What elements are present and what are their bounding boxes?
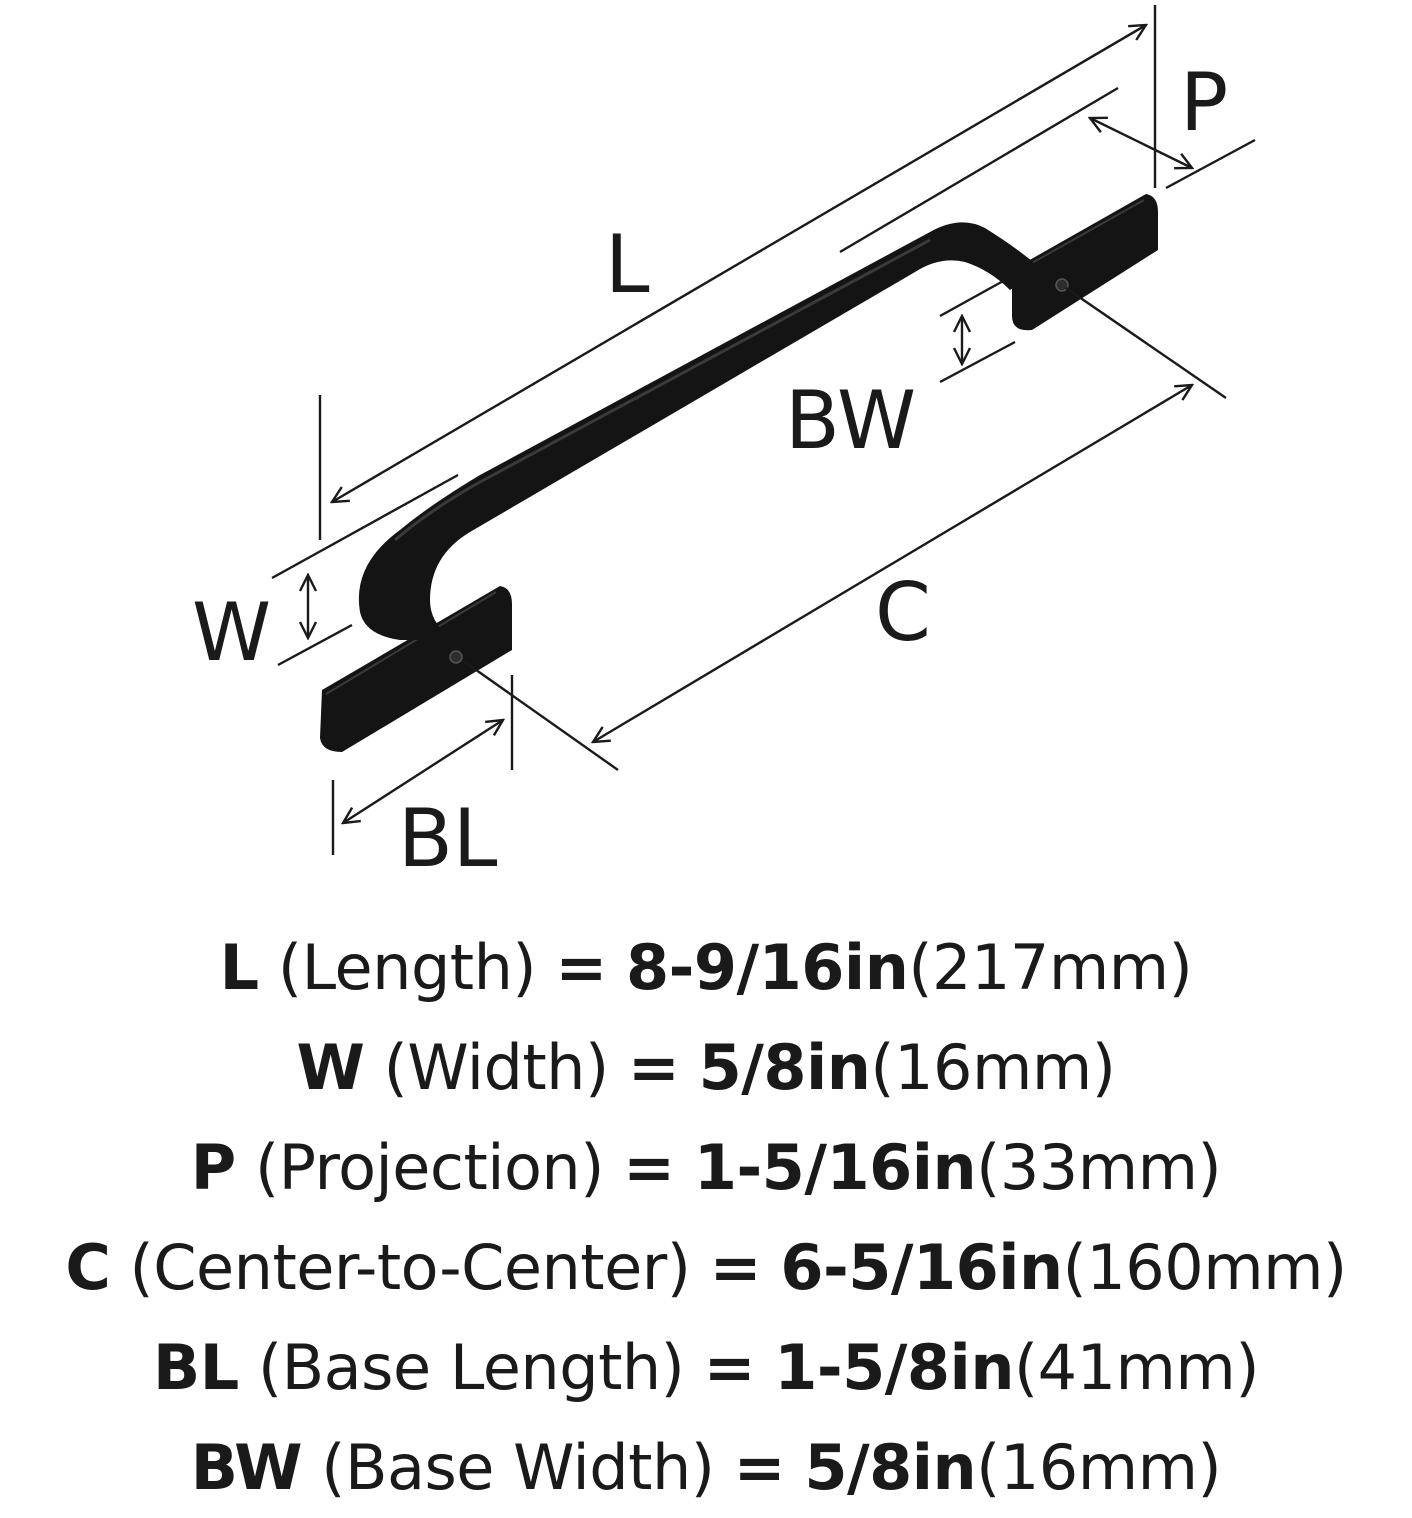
cabinet-pull-illustration: [320, 194, 1158, 752]
label-P: P: [1180, 56, 1228, 149]
spec-imperial: 6-5/16in: [780, 1231, 1063, 1304]
label-C: C: [875, 566, 931, 659]
spec-code: L: [219, 931, 260, 1004]
spec-code: BW: [190, 1431, 303, 1504]
label-W: W: [192, 586, 271, 679]
spec-equals: =: [623, 1131, 675, 1204]
label-L: L: [605, 218, 650, 311]
specification-list: L (Length) = 8-9/16in(217mm) W (Width) =…: [0, 918, 1412, 1518]
left-base-plate: [320, 586, 512, 752]
spec-name: (Base Width): [321, 1431, 715, 1504]
spec-row-base-length: BL (Base Length) = 1-5/8in(41mm): [0, 1318, 1412, 1418]
spec-imperial: 1-5/8in: [774, 1331, 1014, 1404]
spec-equals: =: [555, 931, 607, 1004]
spec-name: (Length): [277, 931, 537, 1004]
label-BW: BW: [785, 374, 916, 467]
label-BL: BL: [398, 792, 498, 885]
handle-grip: [358, 222, 1040, 640]
spec-equals: =: [627, 1031, 680, 1104]
dimension-base-length: BL: [331, 675, 514, 885]
dimension-center-to-center: C: [461, 287, 1227, 771]
spec-row-center-to-center: C (Center-to-Center) = 6-5/16in(160mm): [0, 1218, 1412, 1318]
spec-code: BL: [152, 1331, 239, 1404]
spec-name: (Width): [383, 1031, 610, 1104]
spec-row-length: L (Length) = 8-9/16in(217mm): [0, 918, 1412, 1018]
spec-metric: (16mm): [870, 1031, 1116, 1104]
spec-row-projection: P (Projection) = 1-5/16in(33mm): [0, 1118, 1412, 1218]
spec-metric: (33mm): [976, 1131, 1222, 1204]
spec-row-base-width: BW (Base Width) = 5/8in(16mm): [0, 1418, 1412, 1518]
spec-name: (Projection): [254, 1131, 604, 1204]
spec-imperial: 5/8in: [804, 1431, 977, 1504]
spec-code: W: [296, 1031, 365, 1104]
spec-metric: (217mm): [908, 931, 1193, 1004]
spec-equals: =: [703, 1331, 756, 1404]
spec-equals: =: [733, 1431, 786, 1504]
spec-name: (Center-to-Center): [129, 1231, 691, 1304]
spec-imperial: 5/8in: [698, 1031, 871, 1104]
dimension-projection: P: [1090, 56, 1256, 190]
spec-equals: =: [709, 1231, 762, 1304]
spec-code: C: [65, 1231, 111, 1304]
dimension-width: W: [192, 575, 353, 679]
handle-dimension-diagram: L P BW W C BL: [192, 5, 1256, 885]
spec-metric: (16mm): [976, 1431, 1222, 1504]
spec-imperial: 1-5/16in: [693, 1131, 977, 1204]
dimension-length: L: [271, 5, 1157, 580]
left-screw-hole: [449, 650, 463, 664]
spec-code: P: [190, 1131, 236, 1204]
spec-imperial: 8-9/16in: [626, 931, 909, 1004]
spec-metric: (160mm): [1062, 1231, 1348, 1304]
spec-row-width: W (Width) = 5/8in(16mm): [0, 1018, 1412, 1118]
spec-metric: (41mm): [1013, 1331, 1260, 1404]
spec-name: (Base Length): [257, 1331, 685, 1404]
